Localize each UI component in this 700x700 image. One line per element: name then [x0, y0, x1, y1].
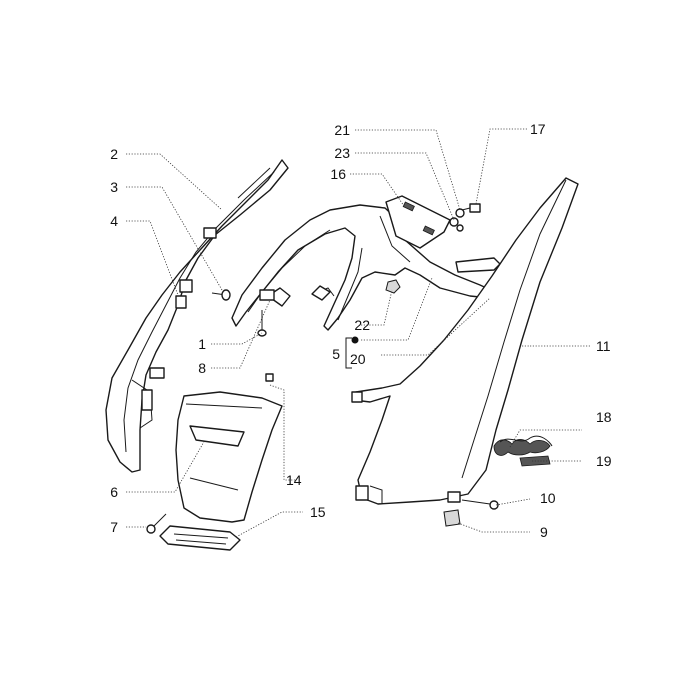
callout-5: 5: [332, 346, 340, 362]
bullet-dot: [351, 336, 359, 344]
callout-19: 19: [596, 453, 612, 469]
callout-4: 4: [110, 213, 118, 229]
rubber-pad-part: [455, 257, 501, 273]
grille-part-15: [159, 525, 241, 551]
callout-17: 17: [530, 121, 546, 137]
callout-2: 2: [110, 146, 118, 162]
callout-11: 11: [596, 338, 611, 354]
right-leg-shield-part-11: [351, 177, 579, 505]
callout-20: 20: [350, 351, 366, 367]
callout-23: 23: [334, 145, 350, 161]
nut-part-22: [385, 279, 401, 294]
callout-22: 22: [354, 317, 370, 333]
central-frame-part: [231, 204, 496, 331]
screw-part-10: [461, 499, 499, 510]
bolt-part-17: [461, 203, 481, 213]
washer-parts-21-23: [449, 208, 465, 232]
callout-16: 16: [330, 166, 346, 182]
callout-1: 1: [198, 336, 206, 352]
leader-lines: [126, 128, 582, 538]
callout-bracket-5-20: [345, 336, 359, 369]
left-trim-strip-part: [105, 159, 289, 473]
plate-part-16: [385, 195, 451, 249]
screw-part-1: [257, 310, 267, 337]
callout-14: 14: [286, 472, 302, 488]
callout-21: 21: [334, 122, 350, 138]
screw-part-7: [146, 513, 167, 534]
clip-part-14: [265, 373, 274, 382]
callout-18: 18: [596, 409, 612, 425]
badge-script-part-18-19: [493, 435, 553, 467]
callout-10: 10: [540, 490, 556, 506]
callout-9: 9: [540, 524, 548, 540]
callout-7: 7: [110, 519, 118, 535]
screw-part-3: [211, 289, 231, 301]
callout-8: 8: [198, 360, 206, 376]
callout-3: 3: [110, 179, 118, 195]
front-lower-panel-part-6: [175, 391, 283, 523]
clip-nut-part-9: [443, 509, 461, 527]
callout-15: 15: [310, 504, 326, 520]
callout-labels: 2 3 4 1 8 14 6 7 15 21 23 16 17 22 5 20 …: [110, 121, 612, 540]
callout-6: 6: [110, 484, 118, 500]
